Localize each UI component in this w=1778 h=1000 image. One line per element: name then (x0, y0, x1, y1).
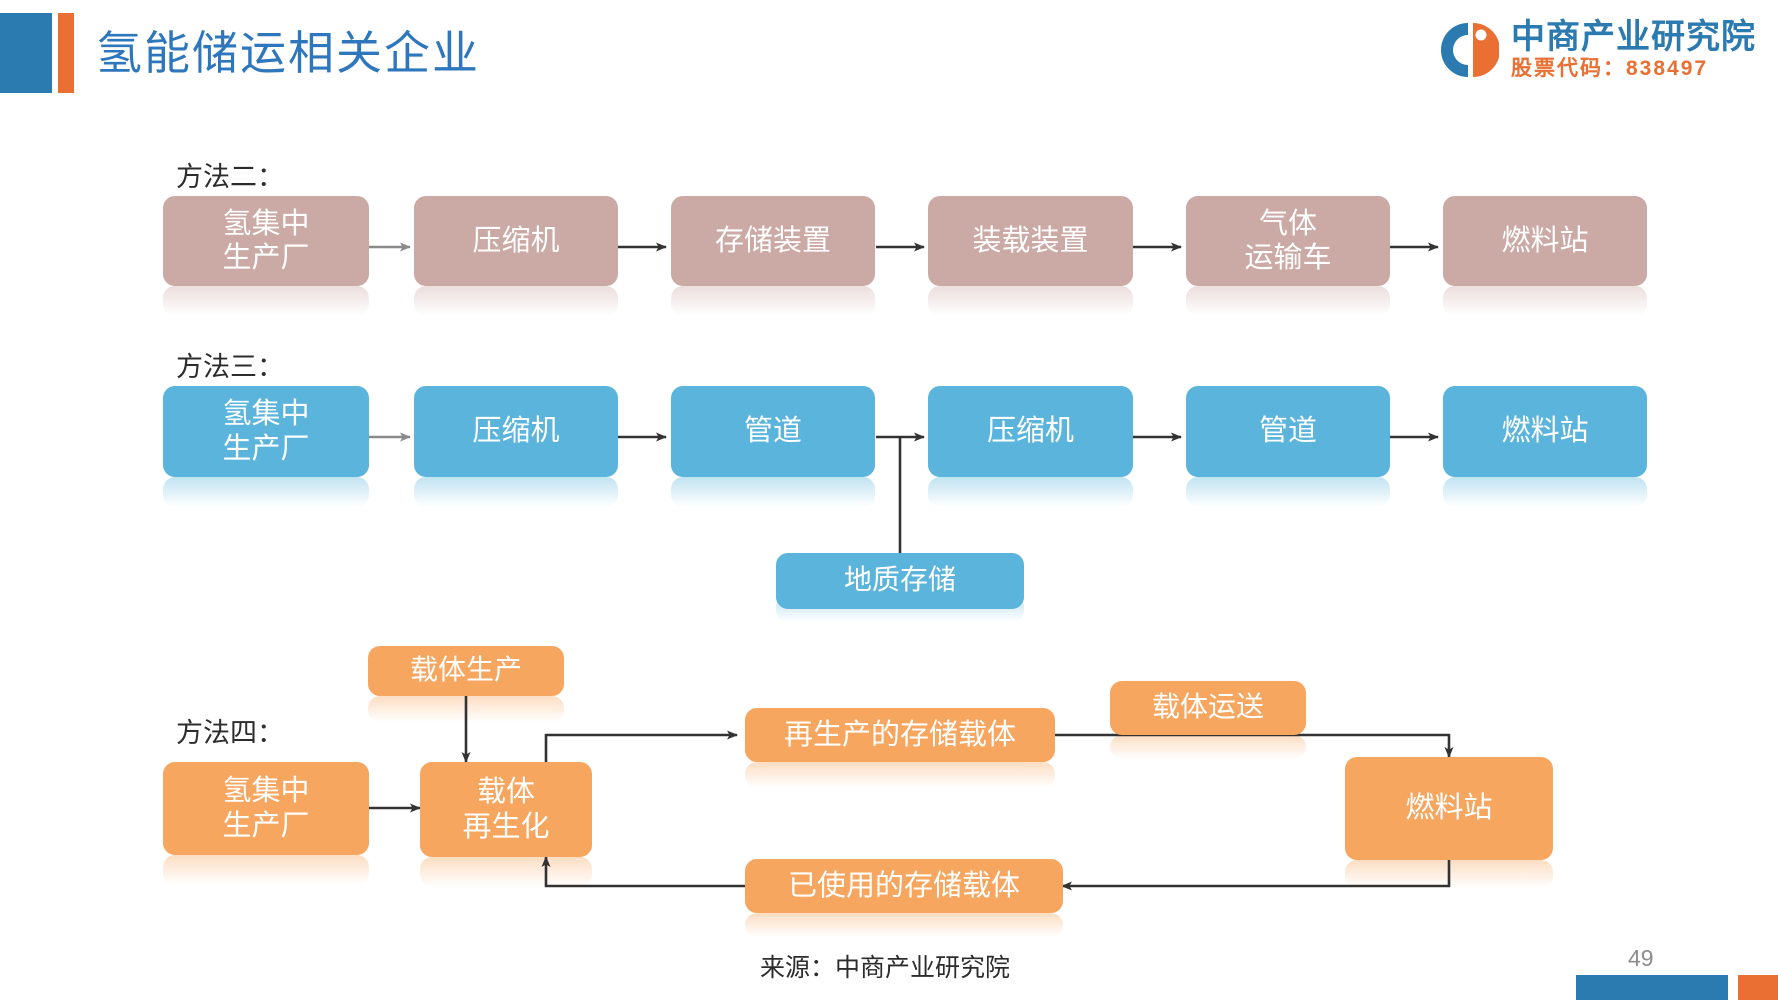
flow-box-geological-storage[interactable]: 地质存储 (776, 553, 1024, 609)
flow-box-hydrogen-plant-m4[interactable]: 氢集中 生产厂 (163, 762, 369, 855)
header-orange-bar (58, 13, 74, 93)
flow-box-storage-device-m2[interactable]: 存储装置 (671, 196, 875, 286)
box-reflection (1345, 860, 1553, 888)
box-reflection (1186, 477, 1390, 507)
box-reflection (163, 477, 369, 507)
flow-box-compressor-1-m3[interactable]: 压缩机 (414, 386, 618, 477)
box-reflection (671, 286, 875, 316)
box-reflection (1110, 735, 1306, 759)
flow-box-pipeline-1-m3[interactable]: 管道 (671, 386, 875, 477)
box-reflection (745, 913, 1063, 937)
box-reflection (928, 477, 1133, 507)
box-reflection (745, 762, 1055, 788)
method2-label: 方法二： (176, 162, 284, 192)
method4-label: 方法四： (176, 718, 284, 748)
flow-box-carrier-regeneration[interactable]: 载体 再生化 (420, 762, 592, 857)
box-reflection (1443, 477, 1647, 507)
flow-box-compressor-m2[interactable]: 压缩机 (414, 196, 618, 286)
flow-box-carrier-production[interactable]: 载体生产 (368, 646, 564, 696)
flow-box-fuel-station-m3[interactable]: 燃料站 (1443, 386, 1647, 477)
flow-box-used-carrier[interactable]: 已使用的存储载体 (745, 859, 1063, 913)
flow-box-compressor-2-m3[interactable]: 压缩机 (928, 386, 1133, 477)
box-reflection (1186, 286, 1390, 316)
flow-box-pipeline-2-m3[interactable]: 管道 (1186, 386, 1390, 477)
logo-stock-code: 股票代码：838497 (1511, 57, 1709, 80)
box-reflection (928, 286, 1133, 316)
box-reflection (163, 286, 369, 316)
method3-label: 方法三： (176, 352, 284, 382)
source-note: 来源：中商产业研究院 (760, 955, 1011, 982)
logo-mark-icon (1437, 19, 1500, 81)
flow-box-regenerated-carrier[interactable]: 再生产的存储载体 (745, 708, 1055, 762)
box-reflection (414, 286, 618, 316)
footer-orange-bar (1738, 975, 1778, 1000)
flow-box-hydrogen-plant-m3[interactable]: 氢集中 生产厂 (163, 386, 369, 477)
flow-box-loading-device-m2[interactable]: 装载装置 (928, 196, 1133, 286)
box-reflection (163, 855, 369, 885)
page-title: 氢能储运相关企业 (96, 27, 480, 79)
flow-box-fuel-station-m2[interactable]: 燃料站 (1443, 196, 1647, 286)
box-reflection (420, 857, 592, 887)
footer-blue-bar (1576, 975, 1728, 1000)
flow-box-gas-truck-m2[interactable]: 气体 运输车 (1186, 196, 1390, 286)
box-reflection (1443, 286, 1647, 316)
company-logo: 中商产业研究院 股票代码：838497 (1437, 18, 1756, 82)
logo-company-name: 中商产业研究院 (1511, 18, 1756, 56)
box-reflection (368, 696, 564, 722)
box-reflection (414, 477, 618, 507)
flow-box-carrier-transport[interactable]: 载体运送 (1110, 681, 1306, 735)
flow-box-hydrogen-plant-m2[interactable]: 氢集中 生产厂 (163, 196, 369, 286)
header-blue-bar (0, 13, 52, 93)
page-number: 49 (1628, 945, 1654, 971)
flow-box-fuel-station-m4[interactable]: 燃料站 (1345, 757, 1553, 860)
box-reflection (671, 477, 875, 507)
